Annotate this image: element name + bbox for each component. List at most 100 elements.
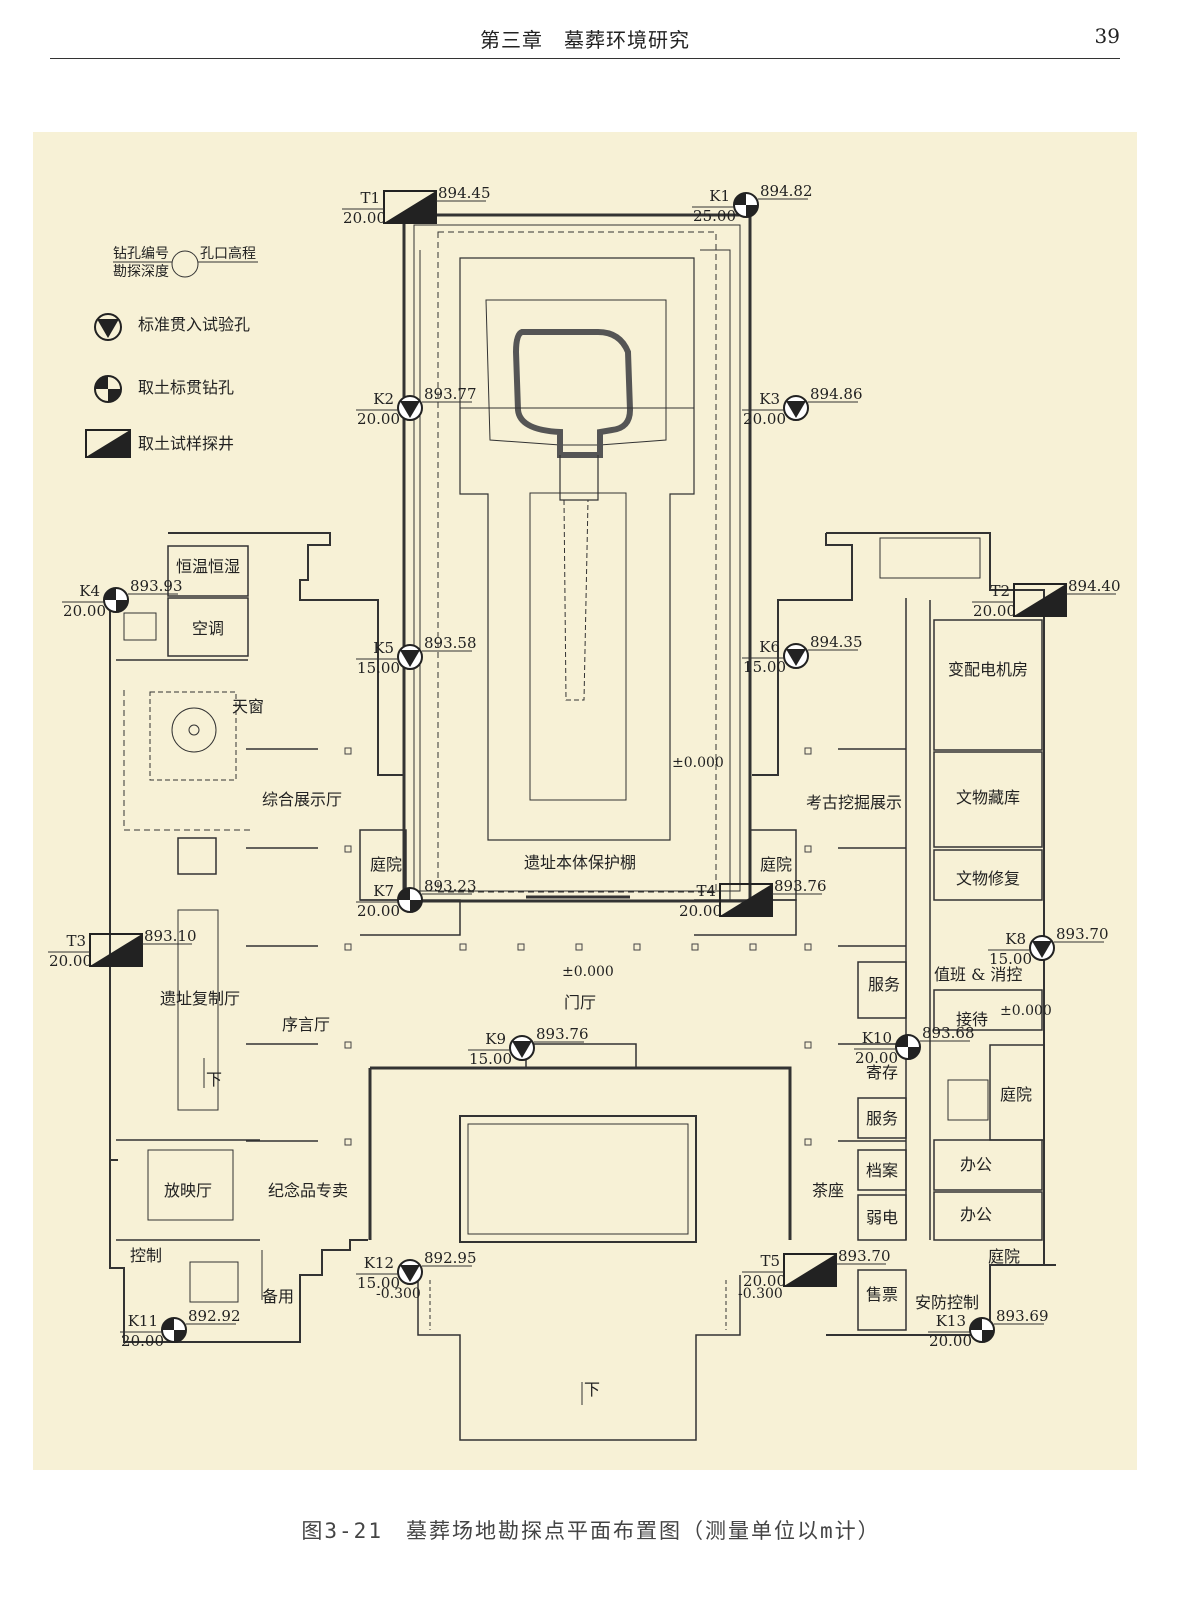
survey-point-t1: T1 20.00 894.45 — [342, 184, 491, 227]
drill-icon — [733, 192, 759, 218]
level-reception: ±0.000 — [1000, 1003, 1052, 1019]
room-menting: 门厅 — [564, 993, 596, 1012]
point-elevation: 894.82 — [760, 182, 813, 200]
point-depth: 15.00 — [357, 659, 400, 677]
survey-point-k7: K7 20.00 893.23 — [356, 877, 477, 920]
legend-drill: 取土标贯钻孔 — [138, 378, 234, 397]
column-dots — [344, 747, 812, 1146]
point-elevation: 893.69 — [996, 1307, 1049, 1325]
room-fuwu2: 服务 — [866, 1109, 898, 1128]
survey-point-k2: K2 20.00 893.77 — [356, 385, 477, 428]
protection-shed — [402, 213, 752, 903]
point-id: K6 — [759, 638, 780, 656]
room-shoupiao: 售票 — [866, 1285, 898, 1304]
room-kaogu: 考古挖掘展示 — [806, 793, 902, 812]
point-id: K7 — [373, 882, 394, 900]
room-yizhi-bentao: 遗址本体保护棚 — [524, 853, 636, 872]
point-id: K12 — [364, 1254, 394, 1272]
room-jinianpin: 纪念品专卖 — [268, 1181, 348, 1200]
point-elevation: 894.35 — [810, 633, 863, 651]
point-depth: 20.00 — [343, 209, 386, 227]
room-kongtiao: 空调 — [192, 619, 224, 638]
point-id: K2 — [373, 390, 394, 408]
room-bangong2: 办公 — [960, 1205, 992, 1224]
point-elevation: 893.58 — [424, 634, 477, 652]
room-fuwu1: 服务 — [868, 975, 900, 994]
room-xuyan: 序言厅 — [282, 1015, 330, 1034]
drill-icon — [969, 1317, 995, 1343]
room-biandian: 变配电机房 — [948, 660, 1028, 679]
room-ruodian: 弱电 — [866, 1208, 898, 1227]
room-tingyuan-r3: 庭院 — [988, 1247, 1020, 1266]
spt-icon — [509, 1035, 535, 1061]
point-elevation: 893.23 — [424, 877, 477, 895]
room-kongzhi: 控制 — [130, 1246, 162, 1265]
point-id: T2 — [990, 582, 1010, 600]
stair-down-left: 下 — [206, 1070, 222, 1089]
level-hall: ±0.000 — [562, 964, 614, 980]
point-elevation: 894.86 — [810, 385, 863, 403]
point-depth: 20.00 — [743, 410, 786, 428]
point-depth: 20.00 — [743, 1272, 786, 1290]
pit-icon — [783, 1253, 837, 1287]
point-elevation: 893.70 — [1056, 925, 1109, 943]
point-id: T4 — [696, 882, 716, 900]
stair-down-entrance: 下 — [584, 1380, 600, 1399]
room-zonghe: 综合展示厅 — [262, 790, 342, 809]
point-elevation: 893.10 — [144, 927, 197, 945]
spt-icon — [94, 313, 122, 341]
room-wenwu-cangku: 文物藏库 — [956, 788, 1020, 807]
legend-pit: 取土试样探井 — [138, 434, 234, 453]
point-id: T5 — [760, 1252, 780, 1270]
room-jiedai: 接待 — [956, 1010, 988, 1029]
point-depth: 20.00 — [49, 952, 92, 970]
site-plan-figure: 钻孔编号 勘探深度 孔口高程 标准贯入试验孔 取土标贯钻孔 取土试样探井 — [33, 132, 1137, 1470]
room-tianchuang: 天窗 — [232, 697, 264, 716]
point-depth: 20.00 — [929, 1332, 972, 1350]
point-depth: 15.00 — [989, 950, 1032, 968]
point-id: T3 — [66, 932, 86, 950]
point-id: K4 — [79, 582, 100, 600]
left-wing — [109, 532, 407, 1343]
point-id: K8 — [1005, 930, 1026, 948]
chapter-title: 第三章 墓葬环境研究 — [480, 28, 690, 52]
survey-point-t2: T2 20.00 894.40 — [972, 577, 1121, 620]
room-labels: 恒温恒湿 空调 天窗 综合展示厅 遗址复制厅 序言厅 放映厅 纪念品专卖 控制 … — [130, 557, 1052, 1399]
point-id: K1 — [709, 187, 730, 205]
entrance — [203, 899, 797, 1441]
pit-icon — [1013, 583, 1067, 617]
pit-icon — [89, 933, 143, 967]
survey-point-k8: K8 15.00 893.70 — [988, 925, 1109, 968]
point-id: K9 — [485, 1030, 506, 1048]
point-depth: 15.00 — [357, 1274, 400, 1292]
point-depth: 25.00 — [693, 207, 736, 225]
point-elevation: 893.77 — [424, 385, 477, 403]
point-elevation: 893.93 — [130, 577, 183, 595]
room-tingyuan-r: 庭院 — [760, 855, 792, 874]
spt-icon — [783, 395, 809, 421]
point-id: T1 — [360, 189, 380, 207]
site-plan-drawing: 钻孔编号 勘探深度 孔口高程 标准贯入试验孔 取土标贯钻孔 取土试样探井 — [48, 182, 1121, 1441]
point-elevation: 892.95 — [424, 1249, 477, 1267]
legend-key-depth: 勘探深度 — [113, 264, 169, 280]
room-wenwu-xiufu: 文物修复 — [956, 869, 1020, 888]
point-elevation: 894.45 — [438, 184, 491, 202]
point-id: K11 — [128, 1312, 158, 1330]
page-number: 39 — [1094, 24, 1120, 48]
point-depth: 20.00 — [121, 1332, 164, 1350]
survey-point-k12: K12 15.00 892.95 — [356, 1249, 477, 1292]
point-depth: 20.00 — [357, 902, 400, 920]
point-elevation: 894.40 — [1068, 577, 1121, 595]
legend-key-elev: 孔口高程 — [200, 245, 256, 262]
point-depth: 20.00 — [357, 410, 400, 428]
drill-icon — [103, 587, 129, 613]
point-depth: 20.00 — [679, 902, 722, 920]
legend: 钻孔编号 勘探深度 孔口高程 标准贯入试验孔 取土标贯钻孔 取土试样探井 — [85, 245, 258, 458]
right-wing — [749, 532, 1056, 1336]
point-depth: 20.00 — [973, 602, 1016, 620]
